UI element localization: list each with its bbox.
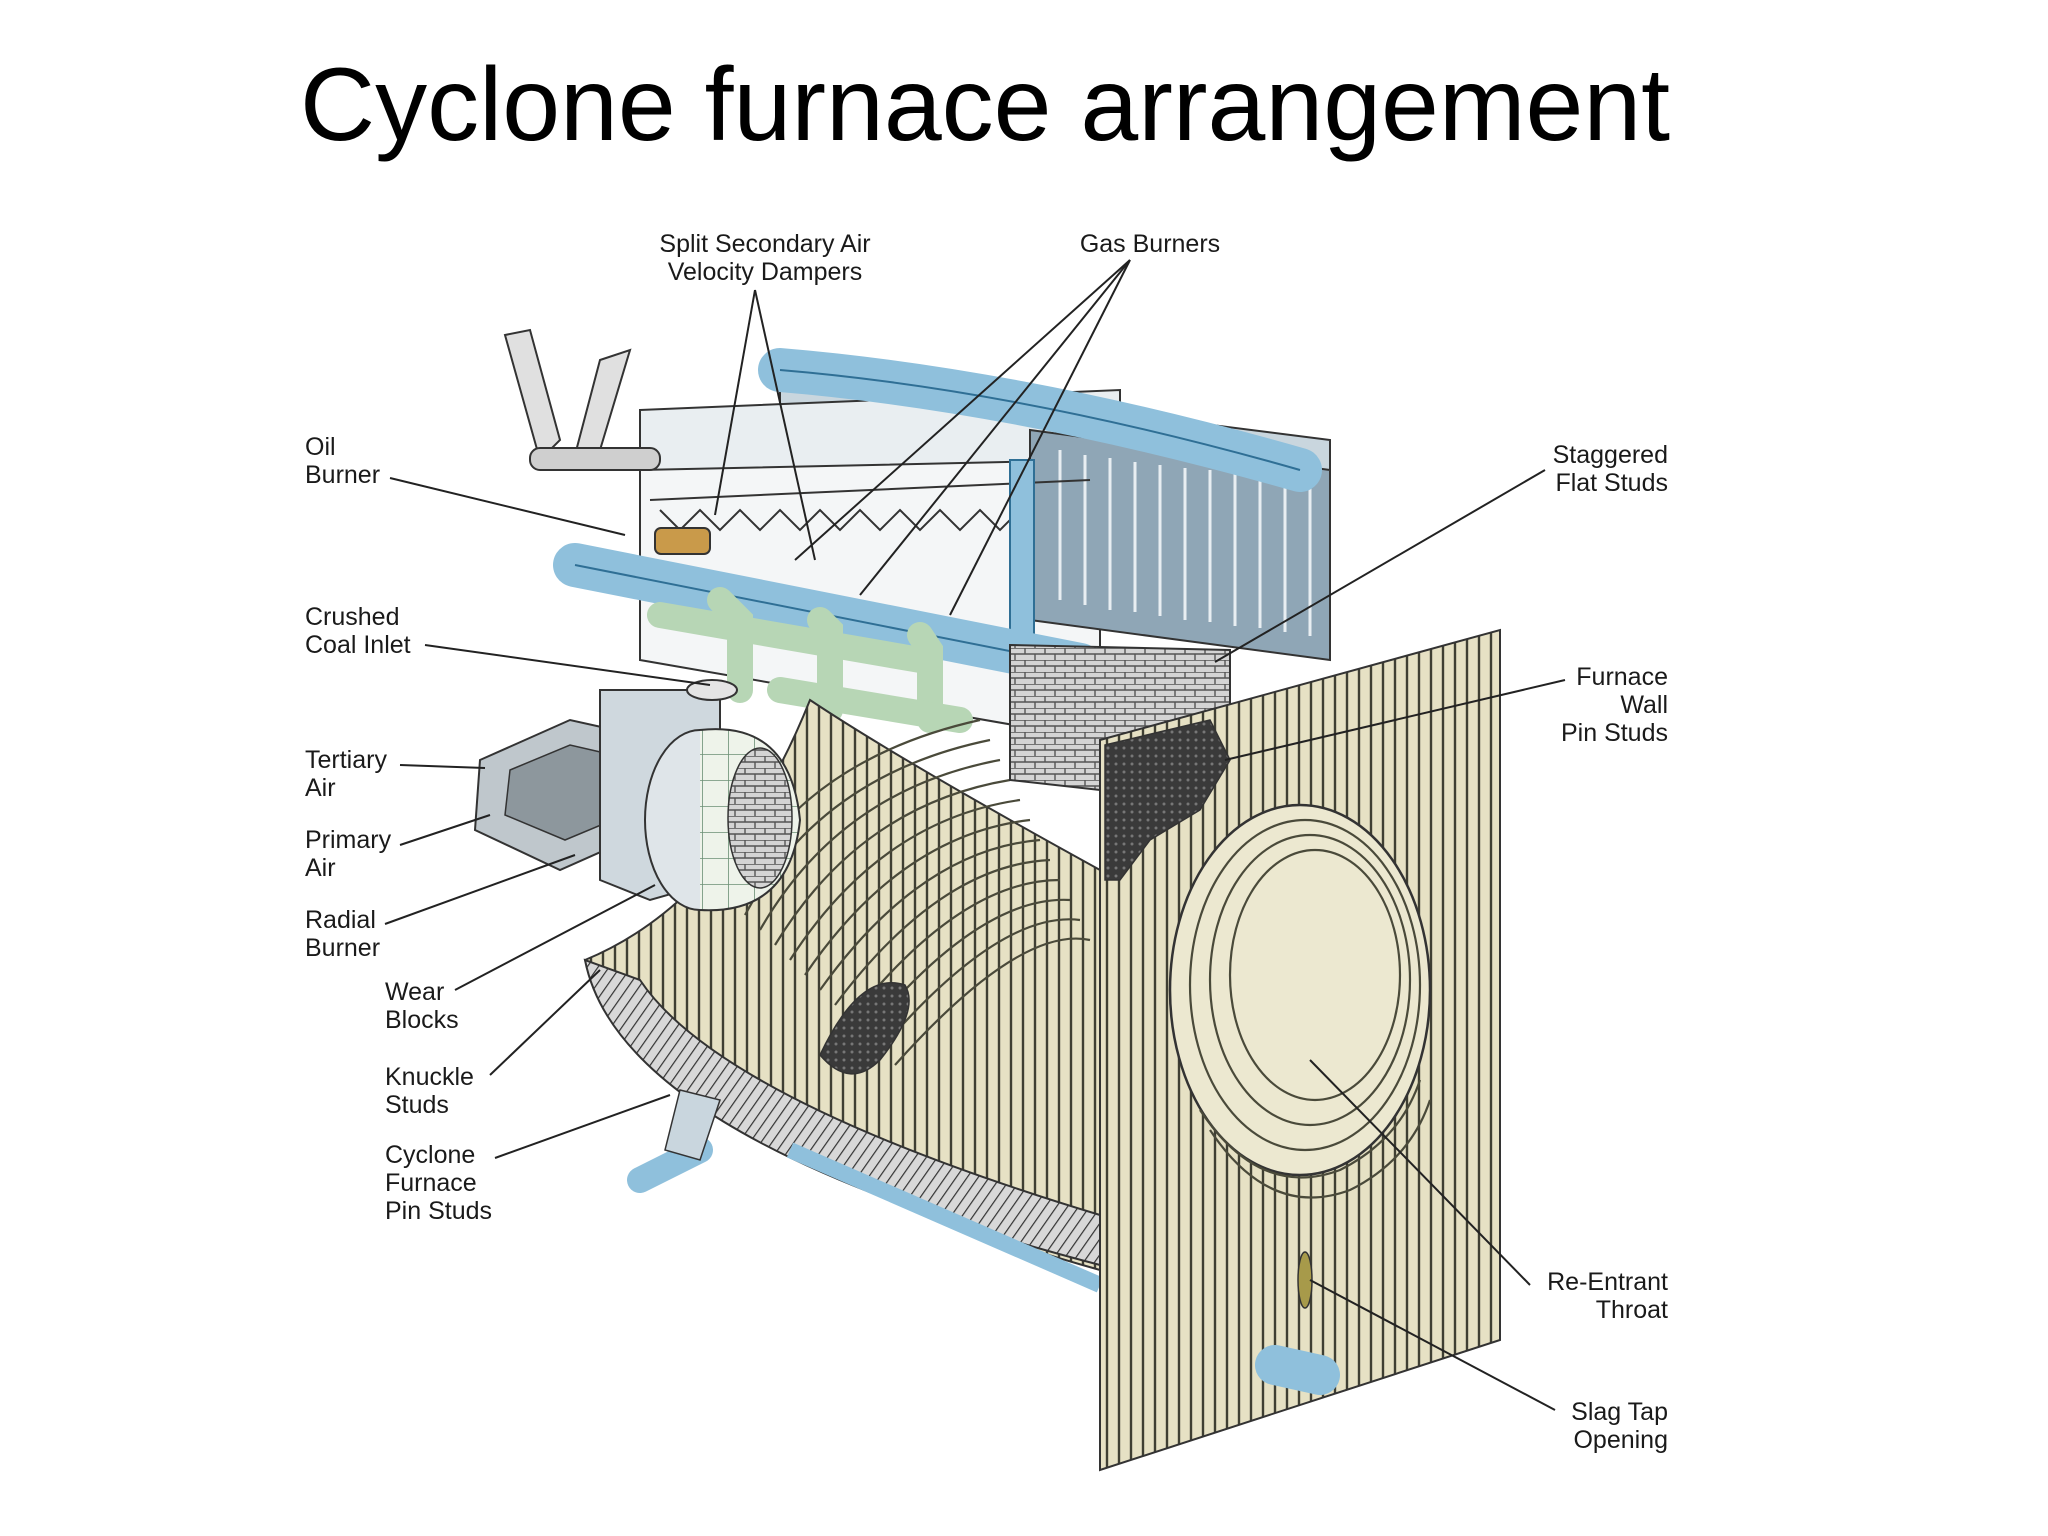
label-crushed-coal-inlet: Crushed Coal Inlet (305, 603, 411, 659)
slide-title: Cyclone furnace arrangement (300, 47, 1671, 163)
label-gas-burners: Gas Burners (1080, 230, 1220, 258)
label-oil-burner: Oil Burner (305, 433, 380, 489)
label-split-secondary-air: Split Secondary Air Velocity Dampers (659, 230, 870, 286)
label-tertiary-air: Tertiary Air (305, 746, 387, 802)
label-line: Cyclone (385, 1141, 475, 1169)
label-knuckle-studs: Knuckle Studs (385, 1063, 474, 1119)
label-line: Primary (305, 826, 392, 854)
label-line: Velocity Dampers (668, 258, 863, 286)
label-line: Air (305, 854, 336, 882)
label-line: Crushed (305, 603, 400, 631)
label-primary-air: Primary Air (305, 826, 392, 882)
label-line: Pin Studs (1561, 719, 1668, 747)
label-line: Split Secondary Air (659, 230, 870, 258)
label-re-entrant-throat: Re-Entrant Throat (1547, 1268, 1668, 1324)
label-radial-burner: Radial Burner (305, 906, 380, 962)
label-wear-blocks: Wear Blocks (385, 978, 459, 1034)
label-line: Opening (1573, 1426, 1668, 1454)
air-inlet-box (473, 679, 802, 912)
label-line: Pin Studs (385, 1197, 492, 1225)
label-furnace-wall-pin-studs: Furnace Wall Pin Studs (1561, 663, 1668, 747)
label-line: Re-Entrant (1547, 1268, 1668, 1296)
leader-lines (384, 259, 1566, 1411)
label-line: Studs (385, 1091, 449, 1119)
label-line: Radial (305, 906, 376, 934)
label-line: Furnace (385, 1169, 477, 1197)
label-cyclone-furnace-pin-studs: Cyclone Furnace Pin Studs (385, 1141, 492, 1225)
label-line: Throat (1596, 1296, 1668, 1324)
label-line: Staggered (1553, 441, 1668, 469)
upper-casing (639, 348, 1331, 742)
label-line: Oil (305, 433, 336, 461)
label-line: Wall (1620, 691, 1668, 719)
label-line: Knuckle (385, 1063, 474, 1091)
gas-burner-pipe (553, 543, 1102, 733)
label-line: Burner (305, 934, 380, 962)
label-line: Furnace (1576, 663, 1668, 691)
label-line: Tertiary (305, 746, 387, 774)
label-line: Flat Studs (1555, 469, 1668, 497)
label-line: Gas Burners (1080, 230, 1220, 258)
label-staggered-flat-studs: Staggered Flat Studs (1553, 441, 1668, 497)
label-line: Slag Tap (1571, 1398, 1668, 1426)
label-slag-tap-opening: Slag Tap Opening (1571, 1398, 1668, 1454)
oil-burner-levers (503, 328, 711, 555)
label-line: Wear (385, 978, 444, 1006)
label-line: Blocks (385, 1006, 459, 1034)
label-line: Burner (305, 461, 380, 489)
label-line: Air (305, 774, 336, 802)
furnace-wall (1099, 628, 1501, 1472)
label-line: Coal Inlet (305, 631, 411, 659)
